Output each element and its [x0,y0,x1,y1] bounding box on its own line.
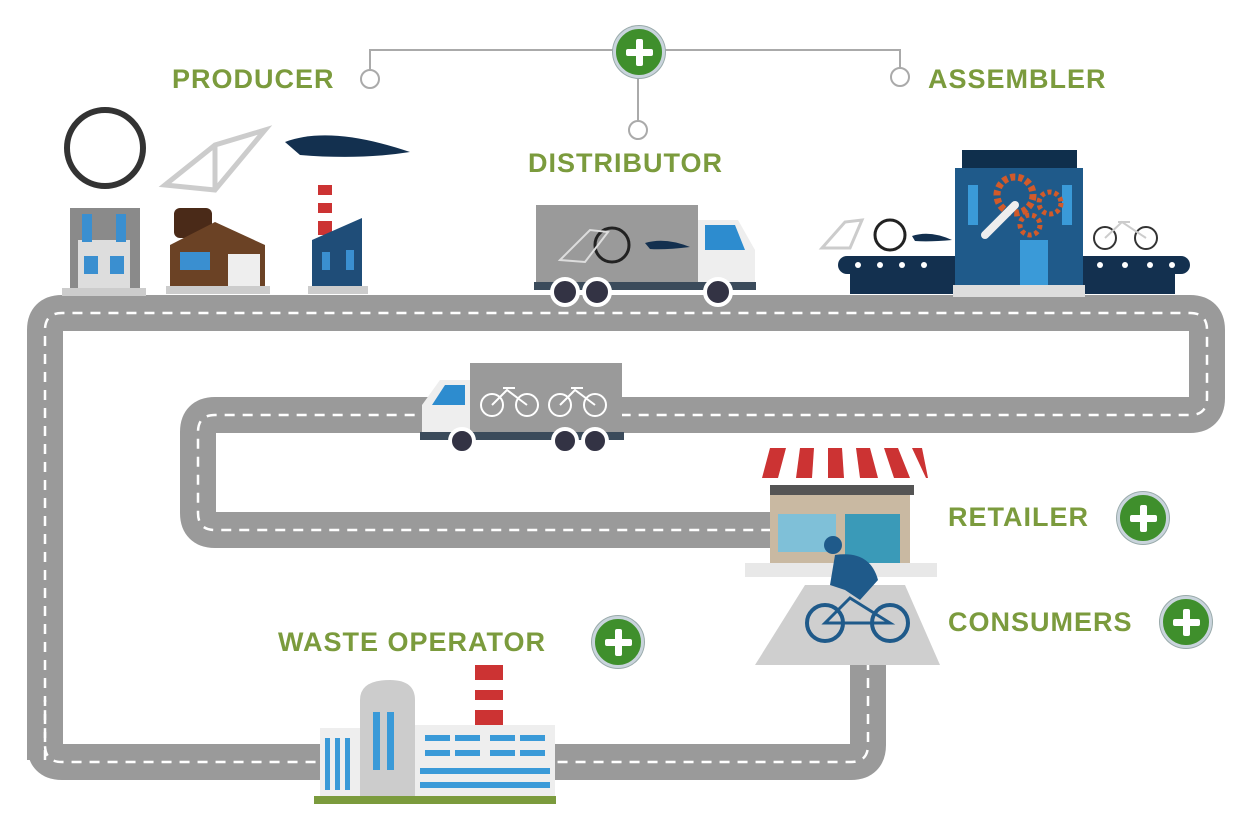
assembly-plant-icon [953,150,1085,297]
cyclist-icon [755,536,940,665]
retail-truck-icon [420,363,624,455]
frame-icon [158,125,273,193]
wheel-icon [64,107,146,189]
producer-label: PRODUCER [172,64,335,94]
expand-all-plus-button[interactable] [613,26,665,78]
waste-operator-label: WASTE OPERATOR [278,627,547,657]
consumers-label: CONSUMERS [948,607,1133,637]
assembler-label: ASSEMBLER [928,64,1107,94]
waste-plant-icon [314,665,556,804]
chimney-building-icon [308,185,368,294]
saddle-icon [285,135,410,157]
producer-node [360,69,380,89]
distributor-node [628,120,648,140]
workshop-icon [166,208,270,294]
retailer-label: RETAILER [948,502,1089,532]
waste-operator-plus-button[interactable] [592,616,644,668]
distributor-truck-icon [534,205,756,307]
connector-lines [369,49,901,128]
retailer-plus-button[interactable] [1117,492,1169,544]
consumers-plus-button[interactable] [1160,596,1212,648]
road [27,295,1225,780]
shop-icon [745,448,937,577]
distributor-label: DISTRIBUTOR [528,148,724,178]
assembler-node [890,67,910,87]
factory-icon [62,208,146,296]
